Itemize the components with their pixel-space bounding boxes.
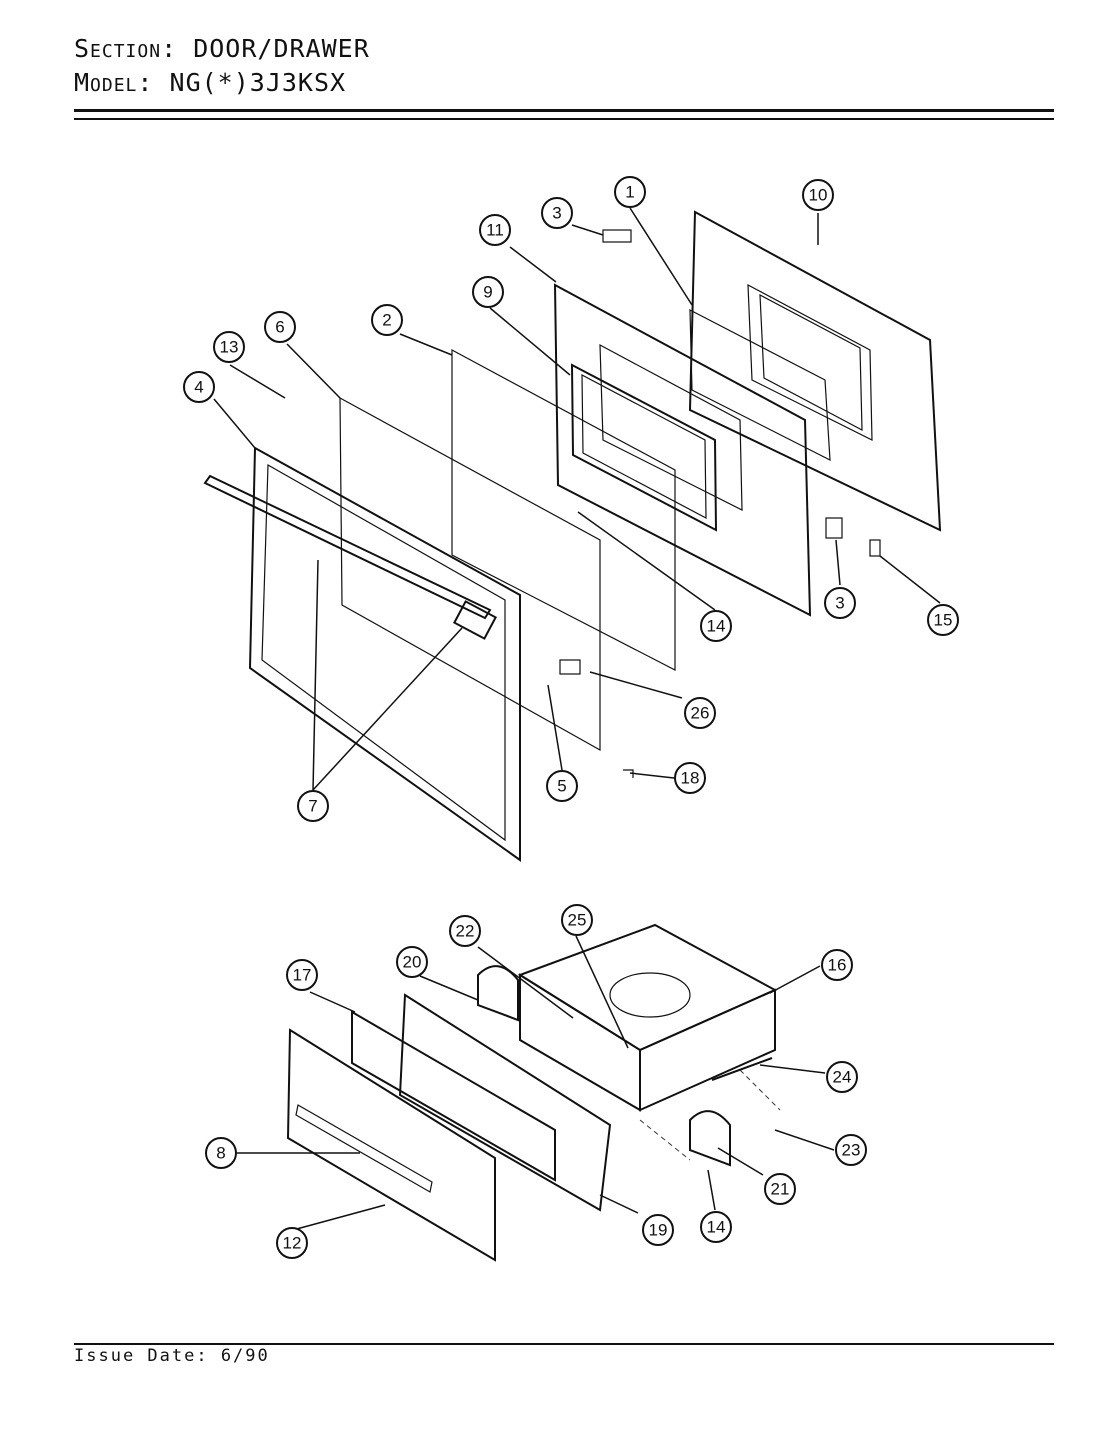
- svg-text:2: 2: [382, 311, 391, 330]
- svg-text:22: 22: [456, 922, 475, 941]
- svg-text:7: 7: [308, 797, 317, 816]
- model-heading: Model: NG(*)3J3KSX: [74, 68, 346, 97]
- part-door-liner: [553, 283, 812, 617]
- svg-text:24: 24: [833, 1068, 852, 1087]
- part-door-clip: [623, 769, 634, 778]
- svg-text:4: 4: [194, 378, 203, 397]
- svg-text:3: 3: [552, 204, 561, 223]
- part-outer-glass: [339, 396, 601, 752]
- part-window-frame: [570, 363, 718, 532]
- callout-17: 17: [286, 959, 318, 991]
- callout-4: 4: [183, 371, 215, 403]
- callout-26: 26: [684, 697, 716, 729]
- svg-text:12: 12: [283, 1234, 302, 1253]
- part-door-insulation: [451, 348, 676, 671]
- svg-text:14: 14: [707, 617, 726, 636]
- assembly-guide-line: [739, 1069, 781, 1111]
- svg-text:8: 8: [216, 1144, 225, 1163]
- svg-text:14: 14: [707, 1218, 726, 1237]
- part-latch-bracket: [559, 659, 581, 675]
- model-value: NG(*)3J3KSX: [169, 68, 347, 97]
- callout-13: 13: [213, 331, 245, 363]
- model-label: Model:: [74, 68, 154, 97]
- svg-text:18: 18: [681, 769, 700, 788]
- part-drawer-insulation: [351, 1010, 556, 1182]
- callout-10: 10: [802, 179, 834, 211]
- callout-23: 23: [835, 1134, 867, 1166]
- part-inner-door-panel: [688, 210, 942, 532]
- assembly-guide-line-2: [639, 1119, 691, 1161]
- svg-text:10: 10: [809, 186, 828, 205]
- header-rule-bottom: [74, 118, 1054, 120]
- callout-2: 2: [371, 304, 403, 336]
- svg-text:23: 23: [842, 1141, 861, 1160]
- svg-text:1: 1: [625, 183, 634, 202]
- part-hinge-clip-upper: [602, 229, 632, 243]
- callout-14-upper: 14: [700, 610, 732, 642]
- callout-16: 16: [821, 949, 853, 981]
- svg-text:13: 13: [220, 338, 239, 357]
- part-drawer-slide-right: [689, 1110, 731, 1167]
- part-outer-door-frame: [248, 446, 521, 862]
- callout-14-lower: 14: [700, 1211, 732, 1243]
- svg-text:21: 21: [771, 1180, 790, 1199]
- callout-25: 25: [561, 904, 593, 936]
- svg-text:16: 16: [828, 956, 847, 975]
- svg-text:9: 9: [483, 283, 492, 302]
- callout-9: 9: [472, 276, 504, 308]
- svg-text:19: 19: [649, 1221, 668, 1240]
- callout-20: 20: [396, 946, 428, 978]
- svg-text:11: 11: [486, 221, 504, 240]
- issue-date: Issue Date: 6/90: [74, 1346, 270, 1366]
- leader-lines: [213, 207, 941, 1231]
- callout-3-lower: 3: [824, 587, 856, 619]
- callout-19: 19: [642, 1214, 674, 1246]
- part-drawer-slide-left: [477, 965, 519, 1022]
- callout-11: 11: [479, 214, 511, 246]
- callout-22: 22: [449, 915, 481, 947]
- section-label: Section:: [74, 34, 178, 63]
- svg-text:17: 17: [293, 966, 312, 985]
- part-drawer-body: [517, 923, 778, 1112]
- part-drawer-inner-panel: [398, 993, 612, 1212]
- callout-8: 8: [205, 1137, 237, 1169]
- part-bumper: [869, 539, 881, 557]
- callout-24: 24: [826, 1061, 858, 1093]
- svg-text:26: 26: [691, 704, 710, 723]
- svg-text:6: 6: [275, 318, 284, 337]
- callout-12: 12: [276, 1227, 308, 1259]
- callout-5: 5: [546, 770, 578, 802]
- callout-15: 15: [927, 604, 959, 636]
- part-door-handle: [203, 474, 497, 640]
- svg-text:15: 15: [934, 611, 953, 630]
- part-drawer-front: [286, 1028, 496, 1262]
- svg-text:20: 20: [403, 953, 422, 972]
- callout-21: 21: [764, 1173, 796, 1205]
- section-heading: Section: DOOR/DRAWER: [74, 34, 370, 63]
- svg-text:5: 5: [557, 777, 566, 796]
- part-door-glass: [689, 308, 831, 462]
- svg-text:25: 25: [568, 911, 587, 930]
- callout-18: 18: [674, 762, 706, 794]
- header-rule-top: [74, 109, 1054, 112]
- svg-text:3: 3: [835, 594, 844, 613]
- callout-3-upper: 3: [541, 197, 573, 229]
- callout-7: 7: [297, 790, 329, 822]
- callout-1: 1: [614, 176, 646, 208]
- part-drawer-rod: [711, 1057, 773, 1081]
- part-hinge-clip-lower: [825, 517, 843, 539]
- footer-rule: [74, 1343, 1054, 1345]
- callout-6: 6: [264, 311, 296, 343]
- section-value: DOOR/DRAWER: [193, 34, 370, 63]
